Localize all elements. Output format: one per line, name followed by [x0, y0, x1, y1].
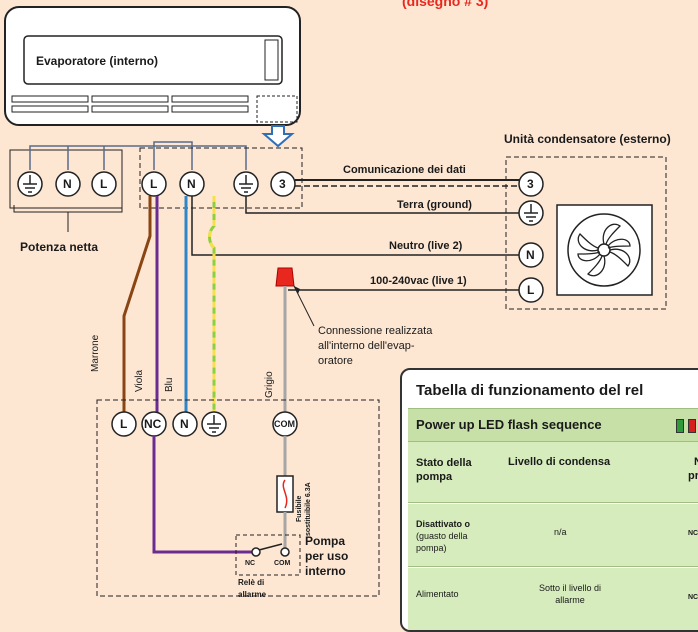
wire-label-neutral: Neutro (live 2): [389, 240, 463, 252]
wire-color-blu: Blu: [164, 377, 175, 392]
col-stato: Stato della pompa: [416, 457, 472, 483]
evaporator-unit: [4, 6, 301, 126]
table-title: Tabella di funzionamento del rel: [416, 382, 644, 399]
connection-note-line2: all'interno dell'evap-: [318, 340, 415, 352]
pump-label-line1: Pompa: [305, 534, 346, 548]
relay-label-line2: allarme: [238, 590, 267, 599]
ground-terminal-icon: [17, 171, 43, 197]
relay-contact-nc: NC: [245, 560, 256, 567]
fuse-icon: [276, 475, 294, 513]
led-icon: [676, 419, 684, 433]
ground-terminal-icon: [201, 411, 227, 437]
table-row: Disattivato o (guasto della pompa) n/a N…: [408, 504, 698, 567]
wiring-diagram: [4, 6, 667, 597]
power-terminal-block: [9, 149, 123, 209]
row-livello: n/a: [554, 527, 567, 537]
fuse-label-line2: sostituibile 6.3A: [305, 482, 312, 536]
relay-contact-com: COM: [274, 560, 291, 567]
drawing-number: (disegno # 3): [402, 0, 489, 9]
relay-switch-icon: [251, 543, 290, 557]
condenser-label: Unità condensatore (esterno): [504, 132, 671, 146]
col-pr: pr: [688, 470, 698, 482]
row-nc: NC: [688, 530, 698, 537]
terminal-3: 3: [527, 177, 534, 191]
pump-terminal-n: N: [180, 417, 189, 431]
terminal-n: N: [63, 177, 72, 191]
terminal-n: N: [187, 177, 196, 191]
wire-label-ground: Terra (ground): [397, 199, 472, 211]
table-row: Alimentato Sotto il livello di allarme N…: [408, 568, 698, 630]
pump-terminal-com: COM: [274, 419, 295, 429]
ground-terminal-icon: [518, 200, 544, 226]
pump-terminal-l: L: [120, 417, 128, 431]
wire-label-data: Comunicazione dei dati: [343, 164, 466, 176]
row-livello: Sotto il livello di allarme: [538, 583, 602, 605]
col-livello: Livello di condensa: [508, 456, 611, 468]
col-n: N: [694, 456, 698, 468]
pump-terminal-nc: NC: [144, 417, 162, 431]
terminal-n: N: [526, 248, 535, 262]
pump-label-line2: per uso: [305, 549, 349, 563]
down-arrow-icon: [261, 125, 295, 148]
row-stato: Alimentato: [416, 589, 459, 599]
terminal-l: L: [100, 177, 108, 191]
fuse-label-line1: Fusibile: [296, 495, 303, 522]
connection-note-line3: oratore: [318, 355, 353, 367]
ground-terminal-icon: [233, 171, 259, 197]
connection-point-icon: [275, 267, 295, 287]
row-stato: (guasto della pompa): [416, 531, 468, 553]
relay-table: Tabella di funzionamento del rel Power u…: [400, 368, 698, 632]
fan-icon: [556, 204, 653, 296]
row-stato-bold: Disattivato o: [416, 519, 471, 529]
pump-label-line3: interno: [305, 564, 346, 578]
relay-label-line1: Relè di: [238, 578, 265, 587]
wire-color-grigio: Grigio: [264, 371, 275, 398]
row-nc: NC: [688, 594, 698, 601]
wire-color-viola: Viola: [134, 369, 145, 392]
led-icon: [688, 419, 696, 433]
table-header-row: Power up LED flash sequence: [408, 408, 698, 442]
terminal-l: L: [150, 177, 158, 191]
terminal-3: 3: [279, 177, 286, 191]
table-col-header-row: Stato della pompa Livello di condensa N …: [408, 442, 698, 503]
evaporator-label: Evaporatore (interno): [36, 54, 159, 68]
terminal-l: L: [527, 283, 535, 297]
connection-note-line1: Connessione realizzata: [318, 325, 433, 337]
power-label: Potenza netta: [20, 240, 99, 254]
wire-color-marrone: Marrone: [90, 334, 101, 372]
wire-label-live: 100-240vac (live 1): [370, 275, 467, 287]
led-sequence-label: Power up LED flash sequence: [416, 417, 602, 432]
